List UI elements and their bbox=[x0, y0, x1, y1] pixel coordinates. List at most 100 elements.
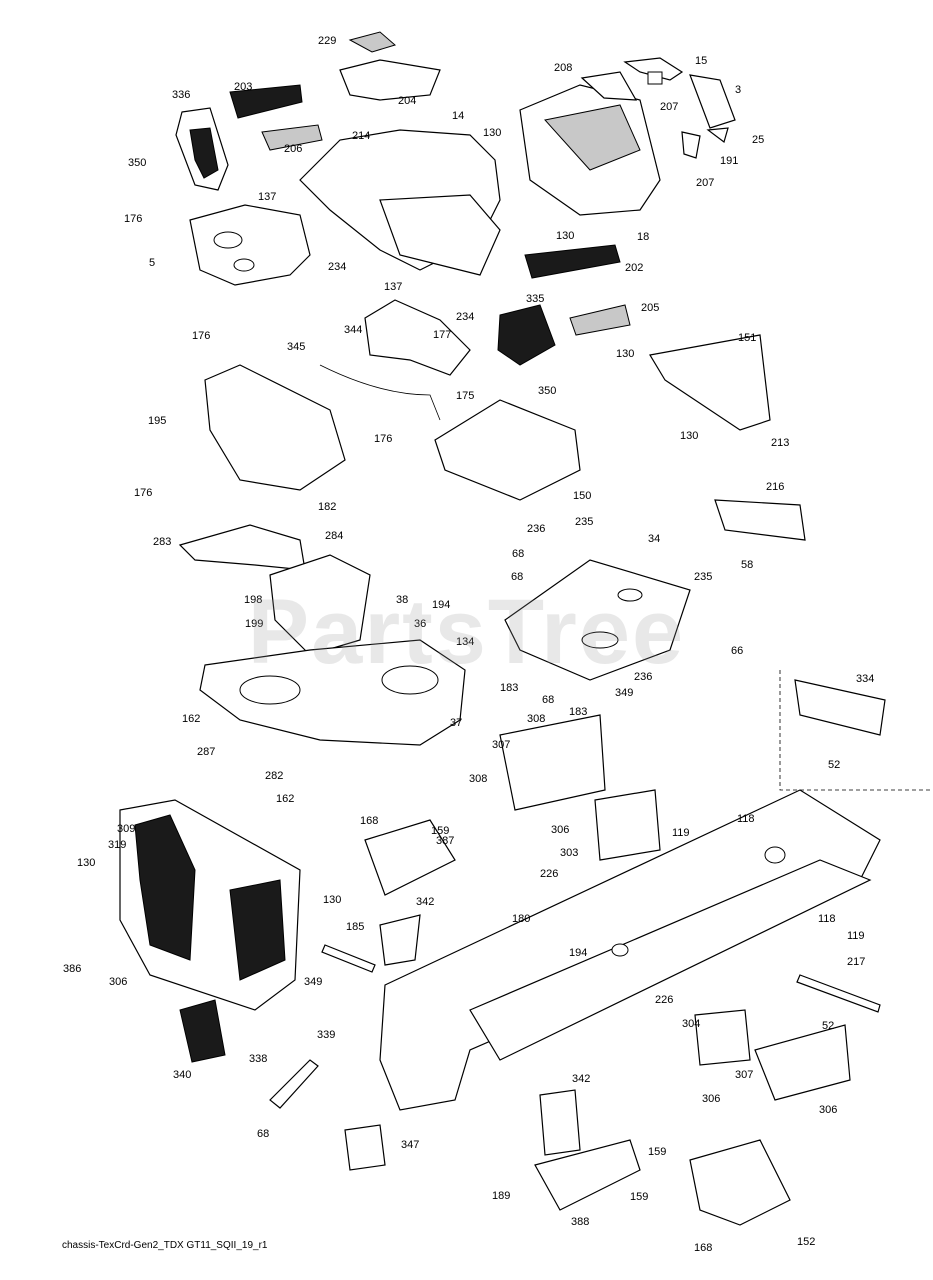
side-panel-right bbox=[497, 84, 661, 366]
part-callout-308: 308 bbox=[527, 713, 545, 725]
part-callout-130: 130 bbox=[323, 894, 341, 906]
part-callout-176: 176 bbox=[134, 487, 152, 499]
part-callout-234: 234 bbox=[328, 261, 346, 273]
part-callout-191: 191 bbox=[720, 155, 738, 167]
rear-bracket-334 bbox=[779, 670, 930, 791]
small-brackets-top-right bbox=[580, 57, 736, 159]
part-callout-130: 130 bbox=[680, 430, 698, 442]
part-callout-306: 306 bbox=[551, 824, 569, 836]
part-callout-203: 203 bbox=[234, 81, 252, 93]
part-callout-180: 180 bbox=[512, 913, 530, 925]
part-callout-118: 118 bbox=[737, 813, 755, 825]
part-callout-159: 159 bbox=[648, 1146, 666, 1158]
part-callout-303: 303 bbox=[560, 847, 578, 859]
front-grille bbox=[119, 799, 301, 1063]
diagram-caption: chassis-TexCrd-Gen2_TDX GT11_SQII_19_r1 bbox=[62, 1240, 268, 1251]
part-callout-213: 213 bbox=[771, 437, 789, 449]
part-callout-216: 216 bbox=[766, 481, 784, 493]
part-callout-52: 52 bbox=[828, 759, 840, 771]
part-callout-208: 208 bbox=[554, 62, 572, 74]
part-callout-68: 68 bbox=[512, 548, 524, 560]
part-callout-189: 189 bbox=[492, 1190, 510, 1202]
part-callout-347: 347 bbox=[401, 1139, 419, 1151]
part-callout-334: 334 bbox=[856, 673, 874, 685]
part-callout-388: 388 bbox=[571, 1216, 589, 1228]
part-callout-36: 36 bbox=[414, 618, 426, 630]
part-callout-159: 159 bbox=[0, 0, 18, 3]
part-callout-168: 168 bbox=[360, 815, 378, 827]
part-callout-182: 182 bbox=[318, 501, 336, 513]
lower-brackets bbox=[344, 714, 851, 1226]
part-callout-52: 52 bbox=[822, 1020, 834, 1032]
part-callout-168: 168 bbox=[694, 1242, 712, 1254]
upper-mount-brackets bbox=[434, 334, 806, 541]
part-callout-217: 217 bbox=[847, 956, 865, 968]
part-callout-151: 151 bbox=[738, 332, 756, 344]
part-callout-37: 37 bbox=[450, 717, 462, 729]
part-callout-350: 350 bbox=[128, 157, 146, 169]
part-callout-159: 159 bbox=[431, 825, 449, 837]
part-callout-214: 214 bbox=[352, 130, 370, 142]
part-callout-5: 5 bbox=[149, 257, 155, 269]
part-callout-137: 137 bbox=[384, 281, 402, 293]
levers-and-rods bbox=[269, 944, 881, 1109]
part-callout-38: 38 bbox=[396, 594, 408, 606]
part-callout-194: 194 bbox=[569, 947, 587, 959]
fender-body bbox=[178, 364, 466, 746]
hood-assembly bbox=[299, 31, 501, 276]
part-callout-306: 306 bbox=[819, 1104, 837, 1116]
part-callout-207: 207 bbox=[696, 177, 714, 189]
part-callout-66: 66 bbox=[731, 645, 743, 657]
part-callout-345: 345 bbox=[287, 341, 305, 353]
part-callout-176: 176 bbox=[374, 433, 392, 445]
part-callout-206: 206 bbox=[284, 143, 302, 155]
part-callout-68: 68 bbox=[542, 694, 554, 706]
side-panel-left bbox=[175, 84, 323, 191]
part-callout-162: 162 bbox=[182, 713, 200, 725]
part-callout-204: 204 bbox=[398, 95, 416, 107]
part-callout-183: 183 bbox=[569, 706, 587, 718]
part-callout-199: 199 bbox=[245, 618, 263, 630]
part-callout-308: 308 bbox=[469, 773, 487, 785]
part-callout-152: 152 bbox=[797, 1236, 815, 1248]
part-callout-205: 205 bbox=[641, 302, 659, 314]
part-callout-130: 130 bbox=[483, 127, 501, 139]
part-callout-349: 349 bbox=[615, 687, 633, 699]
part-callout-134: 134 bbox=[456, 636, 474, 648]
part-callout-226: 226 bbox=[655, 994, 673, 1006]
part-callout-207: 207 bbox=[660, 101, 678, 113]
part-callout-309: 309 bbox=[117, 823, 135, 835]
part-callout-229: 229 bbox=[318, 35, 336, 47]
part-callout-58: 58 bbox=[741, 559, 753, 571]
part-callout-68: 68 bbox=[257, 1128, 269, 1140]
part-callout-177: 177 bbox=[433, 329, 451, 341]
part-callout-342: 342 bbox=[416, 896, 434, 908]
part-callout-226: 226 bbox=[540, 868, 558, 880]
part-callout-234: 234 bbox=[456, 311, 474, 323]
part-callout-195: 195 bbox=[148, 415, 166, 427]
part-callout-183: 183 bbox=[500, 682, 518, 694]
part-callout-319: 319 bbox=[108, 839, 126, 851]
part-callout-336: 336 bbox=[172, 89, 190, 101]
part-callout-386: 386 bbox=[63, 963, 81, 975]
part-callout-130: 130 bbox=[77, 857, 95, 869]
part-callout-175: 175 bbox=[456, 390, 474, 402]
part-callout-15: 15 bbox=[695, 55, 707, 67]
part-callout-338: 338 bbox=[249, 1053, 267, 1065]
part-callout-282: 282 bbox=[265, 770, 283, 782]
seat-plate bbox=[504, 559, 691, 681]
part-callout-119: 119 bbox=[847, 930, 865, 942]
part-callout-306: 306 bbox=[109, 976, 127, 988]
part-callout-3: 3 bbox=[735, 84, 741, 96]
part-callout-194: 194 bbox=[432, 599, 450, 611]
part-callout-18: 18 bbox=[637, 231, 649, 243]
part-callout-335: 335 bbox=[526, 293, 544, 305]
part-callout-342: 342 bbox=[572, 1073, 590, 1085]
part-callout-118: 118 bbox=[818, 913, 836, 925]
part-callout-159: 159 bbox=[630, 1191, 648, 1203]
part-callout-339: 339 bbox=[317, 1029, 335, 1041]
part-callout-119: 119 bbox=[672, 827, 690, 839]
part-callout-137: 137 bbox=[258, 191, 276, 203]
